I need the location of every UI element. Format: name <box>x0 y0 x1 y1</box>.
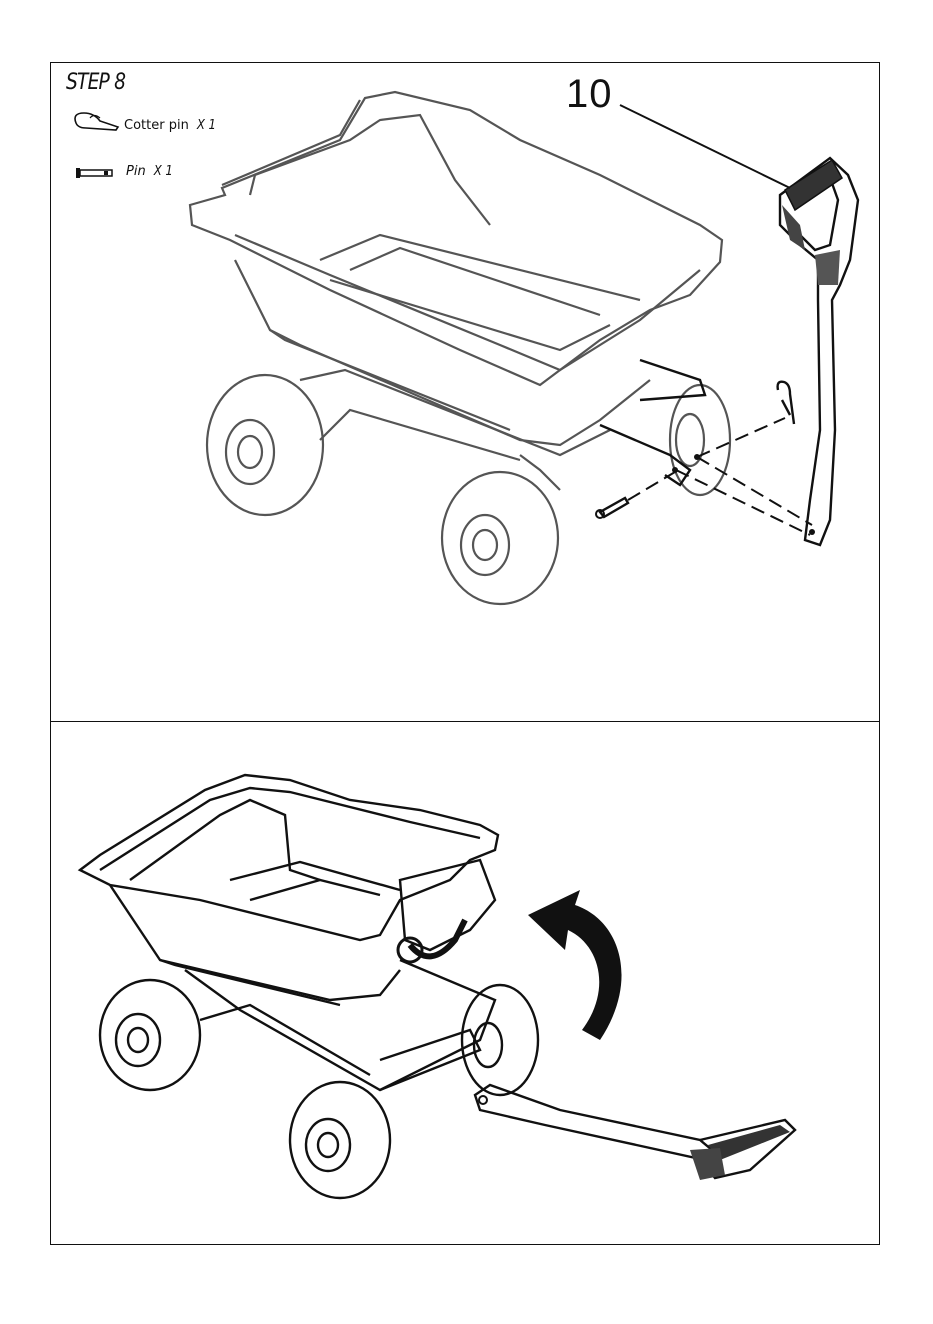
assembly-pin <box>596 498 628 518</box>
part-qty: X 1 <box>197 118 216 133</box>
cotter-pin-icon <box>75 113 118 130</box>
wagon-illustration-top <box>190 92 730 604</box>
callout-leader-line <box>620 105 790 188</box>
pin-icon <box>76 168 112 178</box>
part-name: Cotter pin <box>124 118 189 133</box>
part-name: Pin <box>126 164 146 179</box>
wagon-illustration-assembled <box>80 775 795 1198</box>
assembly-cotter-pin <box>778 382 794 424</box>
part-label-cotter-pin: Cotter pin X 1 <box>124 118 216 133</box>
part-label-pin: Pin X 1 <box>126 164 173 179</box>
rotate-arrow-icon <box>528 890 622 1040</box>
part-qty: X 1 <box>154 164 173 179</box>
part-callout-number: 10 <box>566 72 613 117</box>
handle-part-10 <box>780 158 858 545</box>
